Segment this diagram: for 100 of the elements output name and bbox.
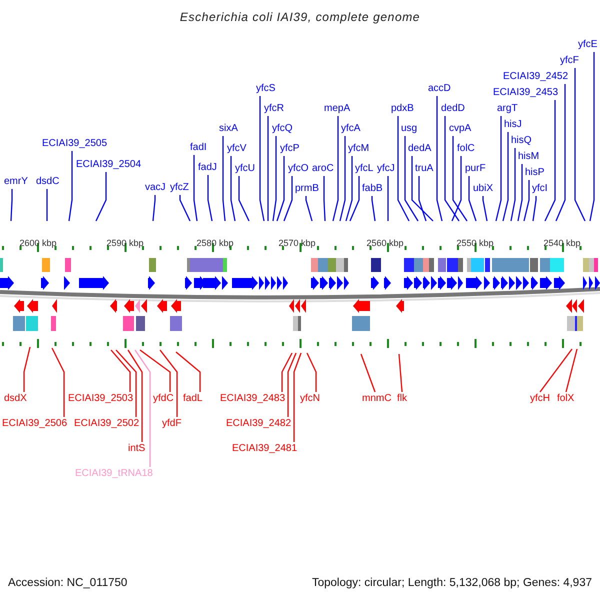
leader-line (452, 136, 468, 222)
gene-label: hisM (518, 151, 540, 163)
gene-label: yfcF (560, 55, 579, 67)
gene-label: prmB (295, 183, 319, 195)
leader-line (207, 175, 213, 222)
gene-label: usg (401, 123, 418, 135)
leader-line (540, 348, 572, 392)
leader-line (116, 350, 137, 417)
gene-label: flk (397, 393, 407, 405)
scale-label: 2590 kbp (106, 238, 144, 248)
gene-label: yfcV (227, 143, 246, 155)
gene-label: ECIAI39_2482 (226, 418, 292, 430)
leader-line (360, 354, 376, 392)
gene-label: ECIAI39_2506 (2, 418, 68, 430)
leader-line (482, 196, 488, 222)
leader-line (517, 164, 523, 222)
gene-label: yfcP (280, 143, 300, 155)
leader-line (349, 176, 360, 222)
scale-label: 2540 kbp (543, 238, 581, 248)
gene-label: yfcL (355, 163, 374, 175)
gene-label: vacJ (145, 182, 166, 194)
leader-line (51, 348, 65, 417)
scale-label: 2570 kbp (278, 238, 316, 248)
gene-label: dsdC (36, 176, 60, 188)
leader-line (267, 116, 269, 221)
leader-line (323, 176, 326, 222)
gene-label: ECIAI39_2453 (493, 87, 558, 99)
leader-line (95, 172, 107, 222)
scale-label: 2560 kbp (366, 238, 404, 248)
gene-label: ubiX (473, 183, 494, 195)
gene-label: yfcM (348, 143, 370, 155)
gene-label: ECIAI39_2504 (76, 159, 142, 171)
scale-label: 2600 kbp (19, 238, 57, 248)
gene-label: yfcJ (377, 163, 395, 175)
leader-line (293, 352, 302, 442)
gene-label: yfcU (235, 163, 255, 175)
leader-line (411, 156, 434, 222)
gene-label: ECIAI39_2503 (68, 393, 134, 405)
leader-line (46, 189, 48, 221)
leader-line (287, 352, 297, 417)
gene-label: yfcH (530, 393, 550, 405)
leader-line (532, 196, 537, 222)
leader-line (371, 196, 376, 222)
leader-line (193, 155, 198, 222)
gene-label: sixA (219, 123, 238, 135)
leader-line (502, 132, 509, 222)
leader-line (387, 176, 389, 221)
leader-line (544, 100, 556, 222)
gene-label: yfcQ (272, 123, 293, 135)
leader-line (283, 176, 293, 222)
leader-line (238, 176, 250, 222)
gene-label: purF (465, 163, 486, 175)
leader-line (397, 116, 410, 222)
leader-line (222, 136, 226, 222)
gene-label: cvpA (449, 123, 472, 135)
gene-label: emrY (4, 176, 28, 188)
gene-label: ECIAI39_2502 (74, 418, 140, 430)
leader-line (418, 176, 427, 222)
leader-line (398, 354, 403, 392)
gene-label: ECIAI39_2483 (220, 393, 286, 405)
gene-label: hisQ (511, 135, 532, 147)
leader-line (574, 68, 586, 222)
gene-label: yfcN (300, 393, 320, 405)
gene-label: accD (428, 83, 451, 95)
leader-line (10, 189, 13, 222)
leader-line (306, 352, 317, 392)
gene-label: yfcS (256, 83, 276, 95)
leader-line (140, 350, 171, 392)
gene-label: folX (557, 393, 574, 405)
gene-label: hisP (525, 167, 544, 179)
gene-label: dedA (408, 143, 432, 155)
leader-line (276, 156, 285, 222)
leader-line (23, 346, 31, 392)
leader-line (332, 116, 339, 222)
leader-line (134, 350, 151, 467)
leader-line (444, 116, 460, 222)
leader-line (68, 151, 73, 222)
leader-line (404, 136, 418, 222)
leader-line (345, 156, 353, 222)
gene-label: ECIAI39_2452 (503, 71, 568, 83)
leader-line (468, 176, 477, 222)
title: Escherichia coli IAI39, complete genome (178, 10, 422, 24)
leader-line (272, 136, 277, 222)
gene-label: hisJ (504, 119, 522, 131)
gene-label: yfcR (264, 103, 284, 115)
gene-label: mepA (324, 103, 350, 115)
leader-line (510, 148, 516, 222)
leader-line (523, 180, 530, 222)
gene-label: ECIAI39_tRNA18 (75, 468, 153, 480)
gene-label: yfcO (288, 163, 309, 175)
gene-label: mnmC (362, 393, 392, 405)
leader-line (495, 116, 502, 222)
gene-label: fadJ (198, 162, 217, 174)
gene-label: fabB (362, 183, 383, 195)
gene-label: aroC (312, 163, 334, 175)
leader-line (179, 195, 191, 222)
gene-label: ECIAI39_2505 (42, 138, 108, 150)
leader-line (281, 352, 293, 392)
gene-label: yfcZ (170, 182, 189, 194)
leader-line (176, 352, 201, 392)
